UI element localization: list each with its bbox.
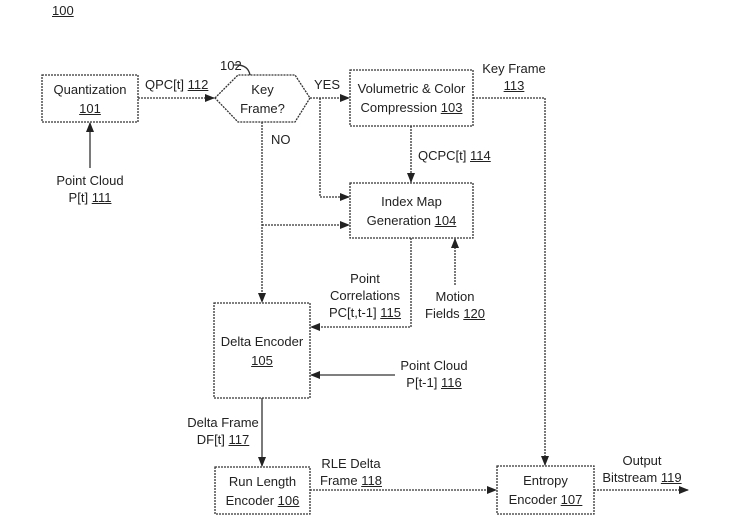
entropy-ref: 107 xyxy=(560,492,583,507)
index-map-ref: 104 xyxy=(434,212,457,228)
arrow-point-correlations xyxy=(310,238,412,331)
yes-label: YES xyxy=(314,77,341,92)
key-frame-output-line1: Key Frame xyxy=(482,61,546,76)
key-frame-decision-label: Key Frame? xyxy=(215,75,310,122)
key-frame-output-label: Key Frame 113 xyxy=(476,60,552,94)
entropy-line2: Encoder xyxy=(508,492,558,507)
output-line1: Output xyxy=(622,453,662,468)
output-bitstream-label: Output Bitstream 119 xyxy=(600,452,684,486)
qpc-label: QPC[t] 112 xyxy=(145,76,208,93)
run-length-line1: Run Length xyxy=(228,473,297,489)
delta-encoder-label: Delta Encoder 105 xyxy=(214,303,310,398)
index-map-generation-box xyxy=(349,182,474,239)
qpc-ref: 112 xyxy=(187,77,209,92)
delta-encoder-title: Delta Encoder xyxy=(220,333,304,349)
motion-fields-label: Motion Fields 120 xyxy=(425,288,485,322)
delta-frame-line1: Delta Frame xyxy=(187,415,259,430)
qcpc-label: QCPC[t] 114 xyxy=(418,147,491,164)
volumetric-label: Volumetric & Color Compression 103 xyxy=(350,70,473,126)
volumetric-ref: 103 xyxy=(440,100,463,115)
point-correlations-label: Point Correlations PC[t,t-1] 115 xyxy=(325,270,405,321)
point-cloud-input-line1: Point Cloud xyxy=(56,173,124,188)
output-line2: Bitstream xyxy=(602,470,658,485)
delta-frame-ref: 117 xyxy=(228,432,250,447)
key-frame-decision-hexagon xyxy=(214,74,311,123)
quantization-title: Quantization xyxy=(53,81,127,97)
index-map-line1: Index Map xyxy=(381,193,442,209)
rle-delta-line2: Frame xyxy=(320,473,358,488)
output-ref: 119 xyxy=(660,470,682,485)
qcpc-text: QCPC[t] xyxy=(418,148,467,163)
delta-frame-label: Delta Frame DF[t] 117 xyxy=(185,414,261,448)
point-correlations-line1: Point xyxy=(350,271,380,286)
index-map-label: Index Map Generation 104 xyxy=(350,183,473,238)
quantization-ref: 101 xyxy=(79,100,101,116)
key-frame-line2: Frame? xyxy=(240,100,285,116)
key-frame-ref: 102 xyxy=(220,58,242,73)
point-cloud-input-label: Point Cloud P[t] 111 xyxy=(40,172,140,206)
key-frame-line1: Key xyxy=(251,81,274,97)
volumetric-line2: Compression xyxy=(360,100,438,115)
ref-102-leader xyxy=(233,64,251,76)
qcpc-ref: 114 xyxy=(470,148,491,163)
no-label: NO xyxy=(271,132,291,147)
point-correlations-line3: PC[t,t-1] xyxy=(328,305,377,320)
motion-fields-ref: 120 xyxy=(463,306,486,321)
delta-encoder-ref: 105 xyxy=(251,352,273,368)
arrow-yes-to-index-map xyxy=(319,98,350,201)
run-length-label: Run Length Encoder 106 xyxy=(215,467,310,514)
point-cloud-prev-label: Point Cloud P[t-1] 116 xyxy=(396,357,472,391)
index-map-line2: Generation xyxy=(366,212,431,228)
rle-delta-ref: 118 xyxy=(361,473,382,488)
run-length-ref: 106 xyxy=(277,492,300,508)
point-cloud-prev-line2: P[t-1] xyxy=(406,375,438,390)
point-cloud-prev-ref: 116 xyxy=(440,375,462,390)
point-cloud-prev-line1: Point Cloud xyxy=(400,358,468,373)
run-length-line2: Encoder xyxy=(225,492,275,508)
rle-delta-line1: RLE Delta xyxy=(321,456,381,471)
entropy-line1: Entropy xyxy=(523,473,568,488)
entropy-label: Entropy Encoder 107 xyxy=(497,466,594,514)
point-cloud-input-line2: P[t] xyxy=(68,190,89,205)
qpc-text: QPC[t] xyxy=(145,77,185,92)
motion-fields-line2: Fields xyxy=(425,306,460,321)
key-frame-output-ref: 113 xyxy=(503,78,525,93)
volumetric-line1: Volumetric & Color xyxy=(357,81,466,96)
arrow-key-frame-to-entropy xyxy=(473,97,549,466)
point-cloud-input-ref: 111 xyxy=(91,190,112,205)
point-correlations-ref: 115 xyxy=(380,305,402,320)
point-correlations-line2: Correlations xyxy=(329,288,401,303)
figure-ref: 100 xyxy=(52,3,74,18)
quantization-label: Quantization 101 xyxy=(42,75,138,122)
rle-delta-label: RLE Delta Frame 118 xyxy=(316,455,386,489)
motion-fields-line1: Motion xyxy=(435,289,475,304)
delta-frame-line2: DF[t] xyxy=(196,432,225,447)
